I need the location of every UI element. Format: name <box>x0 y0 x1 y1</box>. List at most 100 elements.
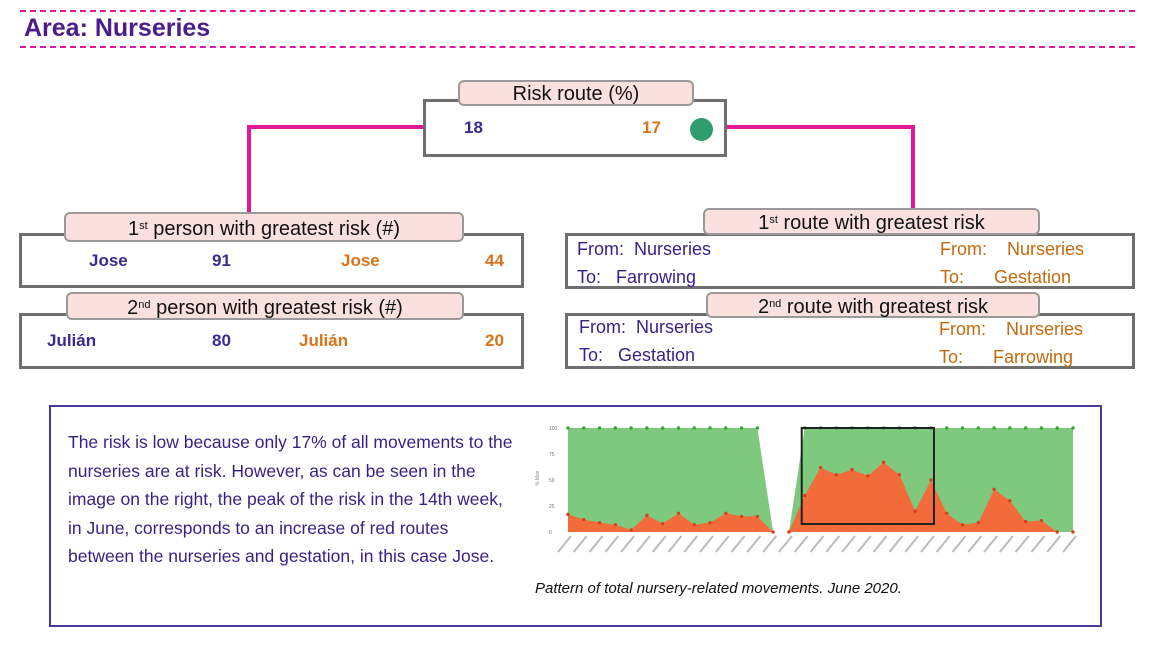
data-point <box>1023 519 1028 524</box>
data-point <box>676 511 681 515</box>
person2-name-purple: Julián <box>47 331 97 350</box>
x-tick-mark <box>683 535 699 553</box>
data-point <box>803 493 807 498</box>
route1-label-pre: 1 <box>758 212 770 234</box>
y-tick-label: 25 <box>549 504 555 510</box>
header-rule-top <box>20 10 1135 12</box>
description-panel <box>49 405 1102 627</box>
risk-route-value-orange: 17 <box>642 118 661 137</box>
data-point <box>945 511 949 515</box>
x-tick-mark <box>872 535 888 553</box>
x-tick-mark <box>588 535 604 553</box>
data-point <box>1071 426 1075 430</box>
person1-name-orange: Jose <box>341 251 380 270</box>
route1-label-sup: st <box>769 214 778 226</box>
data-point <box>960 523 965 527</box>
x-tick-mark <box>699 535 714 553</box>
data-point <box>582 517 586 522</box>
data-point <box>945 426 949 430</box>
person2-label-sup: nd <box>138 299 151 311</box>
person2-label-pre: 2 <box>127 297 139 319</box>
data-point <box>739 426 744 430</box>
data-point <box>976 520 981 525</box>
data-point <box>881 460 886 465</box>
x-tick-mark <box>604 535 620 553</box>
x-tick-mark <box>1014 535 1030 553</box>
data-point <box>708 520 712 525</box>
person1-box <box>19 233 524 288</box>
x-tick-mark <box>951 535 967 553</box>
person1-label: 1st person with greatest risk (#) <box>64 212 464 242</box>
data-point <box>676 426 681 430</box>
chart-ylabel: % Mov <box>535 470 541 486</box>
risk-route-value-purple: 18 <box>464 118 483 137</box>
data-point <box>582 426 586 430</box>
data-point <box>692 523 696 527</box>
data-point <box>1008 426 1012 430</box>
route2-left-from: From: Nurseries <box>579 317 714 337</box>
data-point <box>566 426 570 430</box>
chart-highlight-box <box>800 427 935 525</box>
x-tick-mark <box>999 535 1014 553</box>
data-point <box>771 530 775 534</box>
data-point <box>992 487 996 492</box>
x-tick-mark <box>730 535 746 553</box>
data-point <box>613 523 618 527</box>
data-point <box>755 514 760 519</box>
x-tick-mark <box>1062 535 1077 553</box>
person1-value-purple: 91 <box>212 251 231 270</box>
risk-route-label: Risk route (%) <box>458 80 694 106</box>
data-point <box>566 512 570 517</box>
x-tick-mark <box>573 535 588 553</box>
person1-label-pre: 1 <box>127 218 140 240</box>
data-point <box>724 426 728 430</box>
data-point <box>597 426 602 430</box>
person2-label: 2nd person with greatest risk (#) <box>66 292 464 320</box>
route2-label-sup: nd <box>769 298 782 310</box>
data-point <box>1008 499 1012 503</box>
page-title: Area: Nurseries <box>24 14 211 42</box>
x-tick-mark <box>636 535 651 553</box>
x-tick-mark <box>809 535 825 553</box>
x-tick-mark <box>825 535 841 553</box>
person2-name-orange: Julián <box>299 331 349 350</box>
x-tick-mark <box>651 535 667 553</box>
chart-caption: Pattern of total nursery-related movemen… <box>535 580 902 597</box>
y-tick-label: 75 <box>549 452 555 458</box>
route2-right-from: From: Nurseries <box>939 319 1084 339</box>
data-point <box>1055 530 1059 534</box>
data-point <box>960 426 965 430</box>
y-tick-label: 100 <box>549 426 558 432</box>
x-tick-mark <box>935 535 951 553</box>
x-tick-mark <box>746 535 762 553</box>
data-point <box>739 514 744 519</box>
y-tick-label: 0 <box>549 530 552 536</box>
data-point <box>660 521 665 526</box>
x-tick-mark <box>762 535 777 553</box>
x-tick-mark <box>793 535 809 553</box>
route2-label-pre: 2 <box>757 296 770 318</box>
data-point <box>597 520 602 525</box>
x-tick-mark <box>778 535 793 553</box>
data-point <box>645 426 649 430</box>
person2-label-rest: person with greatest risk (#) <box>150 297 403 319</box>
x-tick-mark <box>557 535 572 553</box>
data-point <box>1071 530 1075 534</box>
x-tick-mark <box>620 535 635 553</box>
x-tick-mark <box>983 535 998 553</box>
data-point <box>850 467 854 472</box>
route2-label: 2nd route with greatest risk <box>706 292 1040 318</box>
data-point <box>1039 518 1044 523</box>
connector-right-h <box>725 125 915 129</box>
person2-value-purple: 80 <box>212 331 231 350</box>
x-tick-mark <box>967 535 983 553</box>
description-text: The risk is low because only 17% of all … <box>68 432 513 566</box>
x-tick-mark <box>1030 535 1046 553</box>
route1-label-rest: route with greatest risk <box>777 212 985 234</box>
data-point <box>787 530 791 534</box>
data-point <box>897 473 902 477</box>
data-point <box>692 426 696 430</box>
connector-left-h <box>247 125 425 129</box>
person2-value-orange: 20 <box>485 331 504 350</box>
